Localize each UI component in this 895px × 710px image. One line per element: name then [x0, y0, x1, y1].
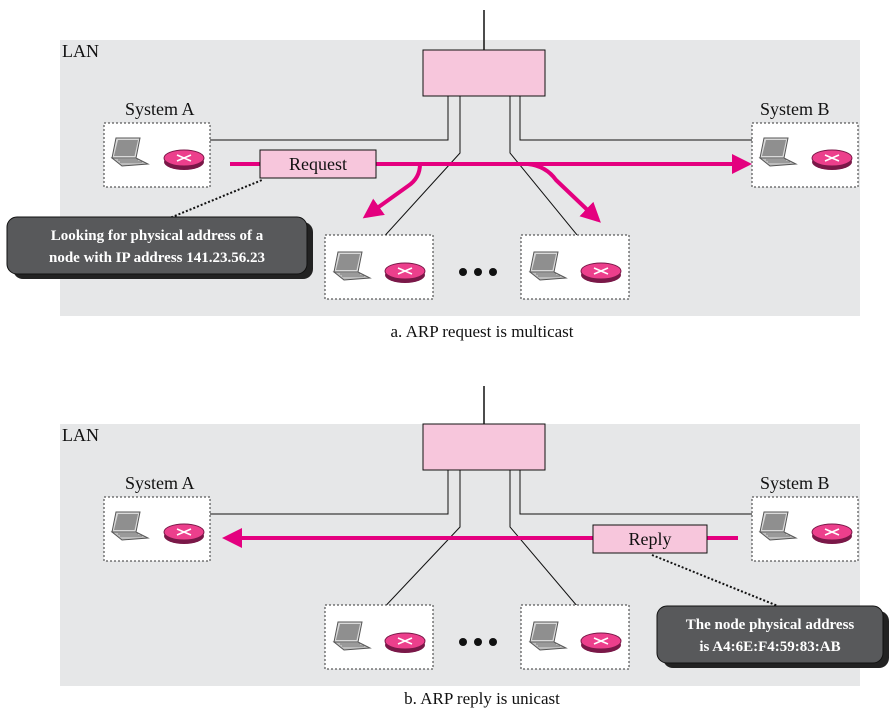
system-b-label: System B [760, 99, 830, 119]
system-a-label: System A [125, 99, 195, 119]
router-icon [580, 632, 622, 654]
callout-a-line-1: Looking for physical address of a [51, 228, 264, 244]
switch-ports [210, 470, 752, 634]
caption-a: a. ARP request is multicast [390, 322, 573, 341]
switch [422, 423, 546, 471]
reply-label: Reply [629, 529, 672, 549]
router-icon [384, 632, 426, 654]
router-icon [580, 262, 622, 284]
panel-b: LAN System A System B Reply [60, 386, 889, 708]
callout-b-line-1: The node physical address [686, 617, 855, 633]
ellipsis-icon [459, 268, 497, 276]
request-message [259, 149, 377, 179]
router-icon [163, 149, 205, 171]
callout-a-line-2: node with IP address 141.23.56.23 [49, 250, 265, 266]
router-icon [811, 523, 853, 545]
panel-a: LAN System A System B [6, 10, 860, 341]
switch-ports [210, 96, 752, 264]
callout-b-line-2: is A4:6E:F4:59:83:AB [699, 639, 840, 655]
request-label: Request [289, 154, 347, 174]
lan-label: LAN [62, 425, 99, 445]
caption-b: b. ARP reply is unicast [404, 689, 560, 708]
router-icon [811, 149, 853, 171]
callout-b [656, 605, 884, 664]
switch [422, 49, 546, 97]
callout-a [6, 216, 308, 275]
router-icon [163, 523, 205, 545]
router-icon [384, 262, 426, 284]
reply-message [592, 524, 708, 554]
lan-label: LAN [62, 41, 99, 61]
ellipsis-icon [459, 638, 497, 646]
system-b-label: System B [760, 473, 830, 493]
system-a-label: System A [125, 473, 195, 493]
